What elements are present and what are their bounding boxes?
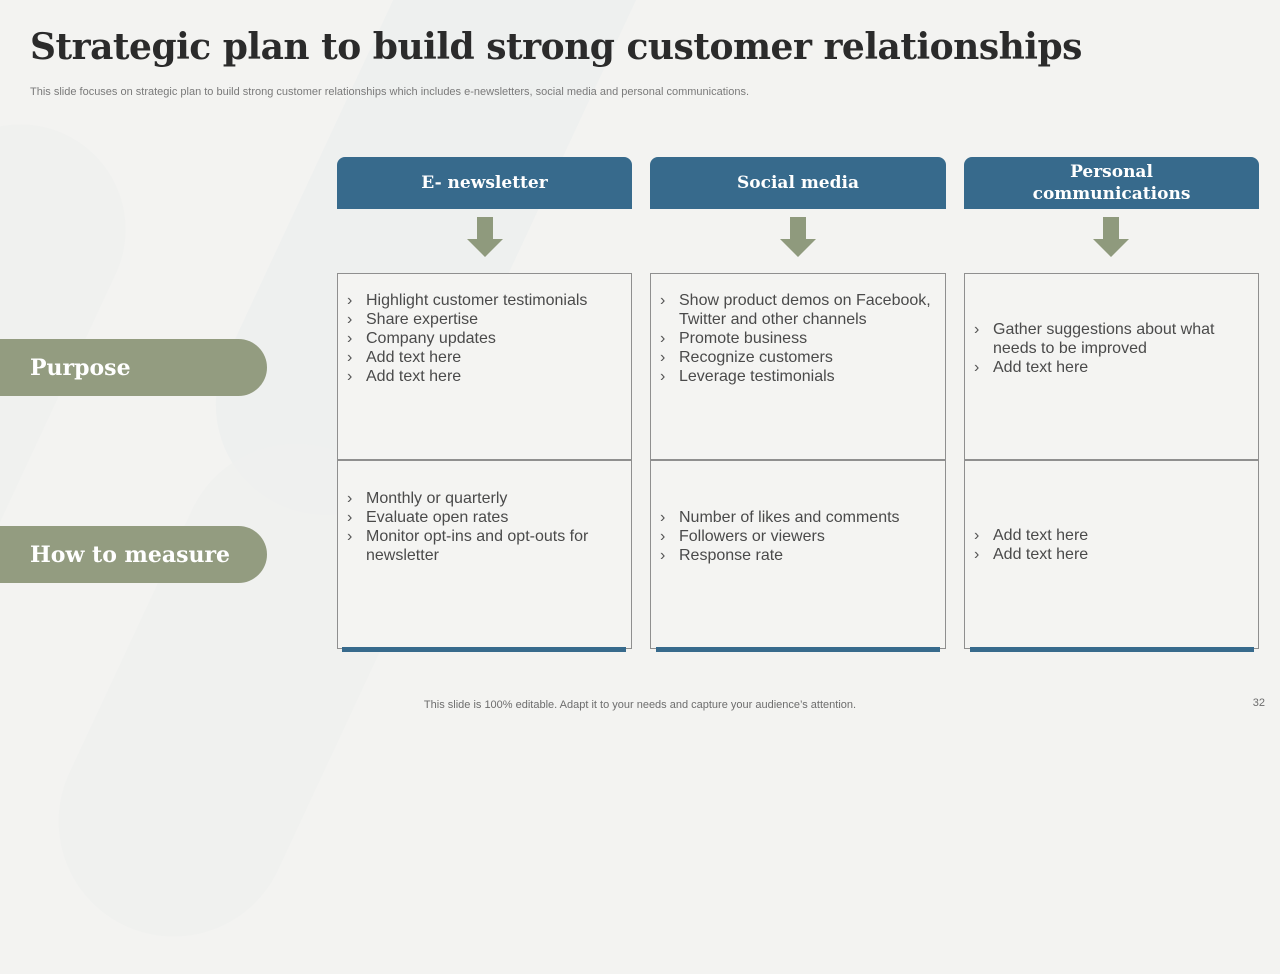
list-item: Add text here <box>347 348 587 367</box>
bullet-list: Show product demos on Facebook, Twitter … <box>660 291 933 386</box>
purpose-cell-personal-communications: Gather suggestions about what needs to b… <box>964 273 1259 460</box>
list-item: Add text here <box>347 367 587 386</box>
row-label-text: Purpose <box>30 354 131 381</box>
column-header-line-2: communications <box>1032 184 1191 204</box>
column-header-line-1: Personal <box>1070 162 1153 182</box>
slide-subtitle: This slide focuses on strategic plan to … <box>30 86 750 98</box>
column-accent-bar <box>656 647 940 652</box>
list-item: Monthly or quarterly <box>347 489 619 508</box>
list-item: Response rate <box>660 546 900 565</box>
footer-note: This slide is 100% editable. Adapt it to… <box>423 699 857 711</box>
measure-cell-e-newsletter: Monthly or quarterly Evaluate open rates… <box>337 460 632 649</box>
bullet-list: Monthly or quarterly Evaluate open rates… <box>347 489 619 565</box>
row-label-purpose: Purpose <box>0 339 267 396</box>
bullet-list: Add text here Add text here <box>974 526 1088 564</box>
arrow-down-icon <box>1093 217 1129 257</box>
row-label-how-to-measure: How to measure <box>0 526 267 583</box>
column-header-label: Personal communications <box>1033 161 1191 205</box>
list-item: Company updates <box>347 329 587 348</box>
column-header-e-newsletter: E- newsletter <box>337 157 632 209</box>
list-item: Recognize customers <box>660 348 933 367</box>
list-item: Number of likes and comments <box>660 508 900 527</box>
arrow-down-icon <box>780 217 816 257</box>
column-header-social-media: Social media <box>650 157 946 209</box>
purpose-cell-social-media: Show product demos on Facebook, Twitter … <box>650 273 946 460</box>
list-item: Show product demos on Facebook, Twitter … <box>660 291 933 329</box>
column-accent-bar <box>342 647 626 652</box>
measure-cell-personal-communications: Add text here Add text here <box>964 460 1259 649</box>
bullet-list: Number of likes and comments Followers o… <box>660 508 900 565</box>
list-item: Leverage testimonials <box>660 367 933 386</box>
column-header-label: Social media <box>737 173 859 193</box>
bullet-list: Highlight customer testimonials Share ex… <box>347 291 587 386</box>
list-item: Followers or viewers <box>660 527 900 546</box>
page-number: 32 <box>1252 697 1265 709</box>
slide-title: Strategic plan to build strong customer … <box>30 26 1082 68</box>
list-item: Add text here <box>974 358 1246 377</box>
column-header-label: E- newsletter <box>421 173 548 193</box>
list-item: Monitor opt-ins and opt-outs for newslet… <box>347 527 619 565</box>
column-accent-bar <box>970 647 1254 652</box>
column-header-personal-communications: Personal communications <box>964 157 1259 209</box>
measure-cell-social-media: Number of likes and comments Followers o… <box>650 460 946 649</box>
bullet-list: Gather suggestions about what needs to b… <box>974 320 1246 377</box>
list-item: Add text here <box>974 545 1088 564</box>
row-label-text: How to measure <box>30 541 231 568</box>
list-item: Evaluate open rates <box>347 508 619 527</box>
list-item: Add text here <box>974 526 1088 545</box>
list-item: Share expertise <box>347 310 587 329</box>
list-item: Gather suggestions about what needs to b… <box>974 320 1246 358</box>
arrow-down-icon <box>467 217 503 257</box>
list-item: Promote business <box>660 329 933 348</box>
list-item: Highlight customer testimonials <box>347 291 587 310</box>
purpose-cell-e-newsletter: Highlight customer testimonials Share ex… <box>337 273 632 460</box>
